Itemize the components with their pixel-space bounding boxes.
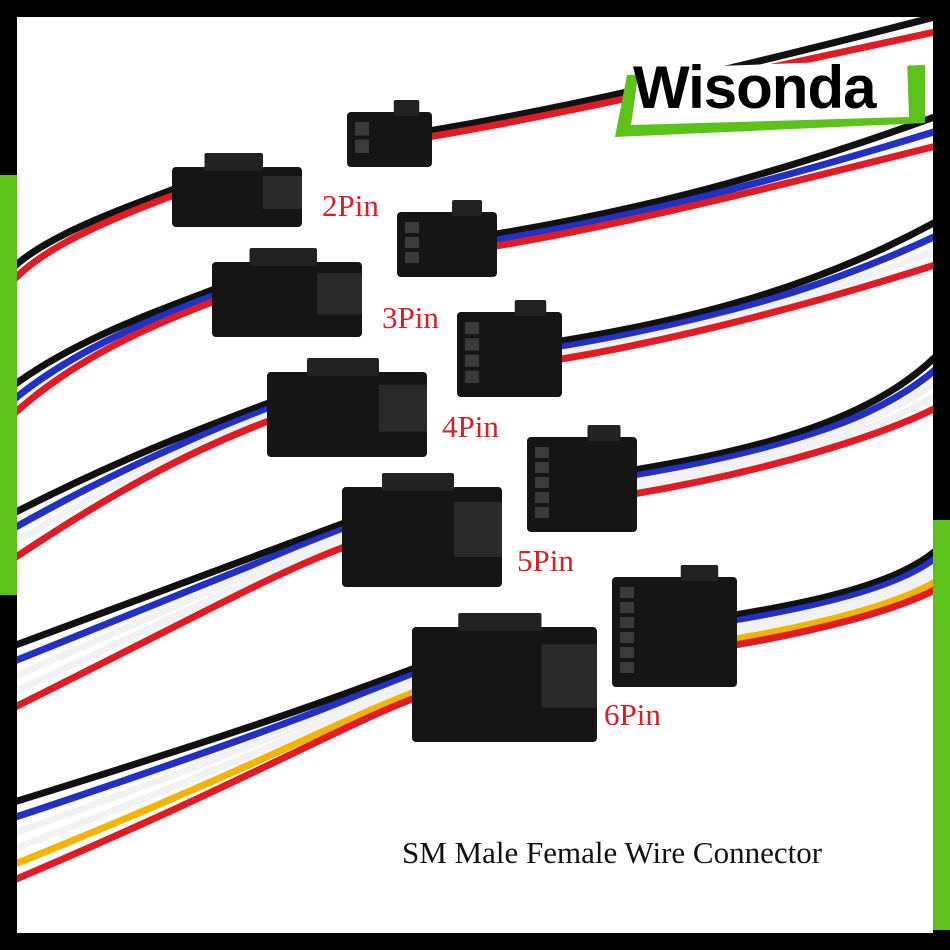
wire-female-4Pin-3 xyxy=(553,261,933,364)
wire-male-3Pin-0 xyxy=(17,284,221,388)
wire-female-6Pin-4 xyxy=(728,579,933,643)
female-pin-hole-2Pin-1 xyxy=(355,139,369,153)
wire-female-4Pin-1 xyxy=(553,233,933,352)
wire-male-5Pin-2 xyxy=(17,530,351,680)
wire-male-5Pin-1 xyxy=(17,524,351,664)
female-housing-6Pin xyxy=(612,577,737,687)
wire-female-6Pin-3 xyxy=(728,571,933,637)
male-latch-4Pin xyxy=(307,358,379,376)
female-latch-5Pin xyxy=(587,425,621,441)
female-latch-6Pin xyxy=(680,565,719,581)
wire-female-4Pin-2 xyxy=(553,247,933,358)
male-tab-4Pin xyxy=(379,384,427,432)
female-pin-hole-4Pin-0 xyxy=(465,322,479,335)
female-pin-hole-6Pin-5 xyxy=(620,662,634,673)
male-tab-3Pin xyxy=(317,273,362,315)
wire-female-6Pin-5 xyxy=(728,586,933,649)
wire-female-6Pin-1 xyxy=(728,556,933,625)
label-4pin: 4Pin xyxy=(442,409,499,444)
female-pin-hole-5Pin-0 xyxy=(535,447,549,458)
female-housing-4Pin xyxy=(457,312,562,397)
brand-badge-shape xyxy=(615,59,925,137)
female-pin-hole-4Pin-2 xyxy=(465,354,479,367)
wire-female-3Pin-1 xyxy=(488,128,933,245)
wire-male-6Pin-1 xyxy=(17,669,421,821)
wire-female-5Pin-0 xyxy=(628,354,933,474)
wire-male-4Pin-1 xyxy=(17,404,276,531)
female-pin-hole-5Pin-1 xyxy=(535,462,549,473)
female-pin-hole-3Pin-0 xyxy=(405,222,419,233)
wire-male-6Pin-0 xyxy=(17,663,421,805)
connector-illustration xyxy=(17,17,933,883)
wire-male-3Pin-1 xyxy=(17,290,221,402)
right-green-band xyxy=(933,520,950,930)
female-pin-hole-5Pin-4 xyxy=(535,507,549,518)
female-pin-hole-6Pin-0 xyxy=(620,587,634,598)
male-tab-2Pin xyxy=(263,176,302,209)
wire-male-5Pin-3 xyxy=(17,536,351,695)
left-green-band xyxy=(0,175,17,595)
wire-male-4Pin-0 xyxy=(17,398,276,516)
wire-male-6Pin-3 xyxy=(17,681,421,852)
male-tab-5Pin xyxy=(454,502,502,557)
label-5pin: 5Pin xyxy=(517,543,574,578)
male-tab-6Pin xyxy=(541,644,597,708)
label-2pin: 2Pin xyxy=(322,188,379,223)
female-pin-hole-6Pin-1 xyxy=(620,602,634,613)
wire-male-6Pin-4 xyxy=(17,687,421,867)
wire-male-4Pin-3 xyxy=(17,416,276,561)
female-pin-hole-3Pin-2 xyxy=(405,252,419,263)
female-pin-hole-6Pin-4 xyxy=(620,647,634,658)
wire-male-2Pin-1 xyxy=(17,190,181,282)
wire-male-4Pin-2 xyxy=(17,410,276,546)
male-latch-2Pin xyxy=(204,153,263,171)
male-latch-5Pin xyxy=(382,473,454,491)
product-photo-area: Wisonda 2Pin 3Pin 4Pin 5Pin 6Pin SM Male… xyxy=(17,17,933,933)
wire-female-6Pin-2 xyxy=(728,563,933,631)
female-pin-hole-4Pin-1 xyxy=(465,338,479,351)
female-pin-hole-2Pin-0 xyxy=(355,122,369,136)
wire-female-5Pin-3 xyxy=(628,392,933,492)
product-caption: SM Male Female Wire Connector xyxy=(402,835,823,870)
brand-badge: Wisonda xyxy=(607,45,933,145)
female-housing-5Pin xyxy=(527,437,637,532)
wire-female-3Pin-2 xyxy=(488,143,933,251)
label-6pin: 6Pin xyxy=(604,697,661,732)
wire-female-3Pin-0 xyxy=(488,113,933,239)
wire-male-6Pin-5 xyxy=(17,693,421,883)
female-pin-hole-6Pin-2 xyxy=(620,617,634,628)
wire-female-6Pin-0 xyxy=(728,548,933,619)
wire-male-3Pin-2 xyxy=(17,296,221,416)
female-pin-hole-4Pin-3 xyxy=(465,370,479,383)
wire-female-4Pin-0 xyxy=(553,219,933,346)
female-pin-hole-5Pin-3 xyxy=(535,492,549,503)
wire-male-6Pin-2 xyxy=(17,675,421,836)
wire-male-2Pin-0 xyxy=(17,184,181,269)
female-latch-4Pin xyxy=(514,300,547,316)
female-housing-3Pin xyxy=(397,212,497,277)
wire-female-5Pin-4 xyxy=(628,405,933,498)
label-3pin: 3Pin xyxy=(382,300,439,335)
brand-logo-text: Wisonda xyxy=(633,54,876,121)
wire-male-5Pin-0 xyxy=(17,518,351,649)
female-latch-3Pin xyxy=(452,200,482,216)
female-pin-hole-6Pin-3 xyxy=(620,632,634,643)
wire-female-5Pin-2 xyxy=(628,379,933,486)
wire-male-5Pin-4 xyxy=(17,542,351,710)
male-latch-3Pin xyxy=(249,248,317,266)
female-latch-2Pin xyxy=(393,100,420,116)
wire-female-5Pin-1 xyxy=(628,367,933,480)
male-latch-6Pin xyxy=(458,613,542,631)
female-pin-hole-3Pin-1 xyxy=(405,237,419,248)
female-pin-hole-5Pin-2 xyxy=(535,477,549,488)
